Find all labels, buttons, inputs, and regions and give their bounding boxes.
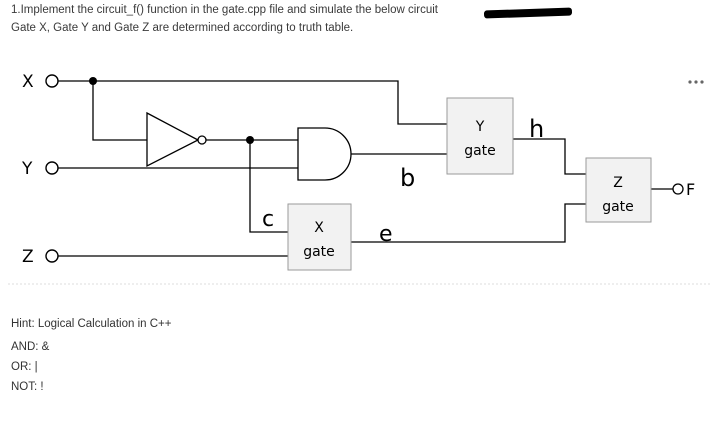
wire-label-c: c: [262, 207, 274, 232]
gate-y-word: gate: [464, 143, 496, 159]
junction-x: [89, 77, 97, 85]
gate-x-word: gate: [303, 244, 335, 260]
hint-title: Hint: Logical Calculation in C++: [11, 318, 172, 330]
gate-y-box: [446, 97, 514, 175]
output-terminal-f: [672, 183, 684, 195]
junction-not-out: [246, 136, 254, 144]
gate-z-word: gate: [602, 199, 634, 215]
wire-label-h: h: [529, 115, 544, 143]
task-description: Gate X, Gate Y and Gate Z are determined…: [11, 22, 354, 34]
not-gate: [146, 111, 200, 168]
gate-x-box: [287, 203, 352, 271]
input-label-y: Y: [21, 159, 33, 179]
wire-label-e: e: [379, 222, 393, 247]
wire-h: [513, 138, 586, 175]
input-terminal-x: [45, 74, 59, 88]
input-terminal-z: [45, 249, 59, 263]
wire-x-to-y-gate: [58, 80, 447, 125]
input-label-z: Z: [22, 247, 34, 267]
output-label-f: F: [686, 180, 695, 199]
gate-x-name: X: [314, 220, 324, 236]
input-terminal-y: [45, 161, 59, 175]
more-dots-icon[interactable]: [688, 80, 704, 84]
gate-z-name: Z: [613, 175, 623, 191]
not-gate-bubble: [197, 135, 207, 145]
hint-or: OR: |: [11, 361, 38, 373]
wire-label-b: b: [400, 164, 415, 192]
hint-not: NOT: !: [11, 381, 44, 393]
hint-and: AND: &: [11, 341, 50, 353]
wire-e: [351, 203, 586, 243]
task-statement: 1.Implement the circuit_f() function in …: [11, 4, 438, 16]
gate-y-name: Y: [475, 119, 485, 135]
wire-c: [249, 140, 288, 233]
wire-x-to-not: [92, 81, 147, 141]
gate-z-box: [585, 157, 652, 223]
and-gate: [297, 127, 352, 181]
input-label-x: X: [22, 72, 34, 92]
